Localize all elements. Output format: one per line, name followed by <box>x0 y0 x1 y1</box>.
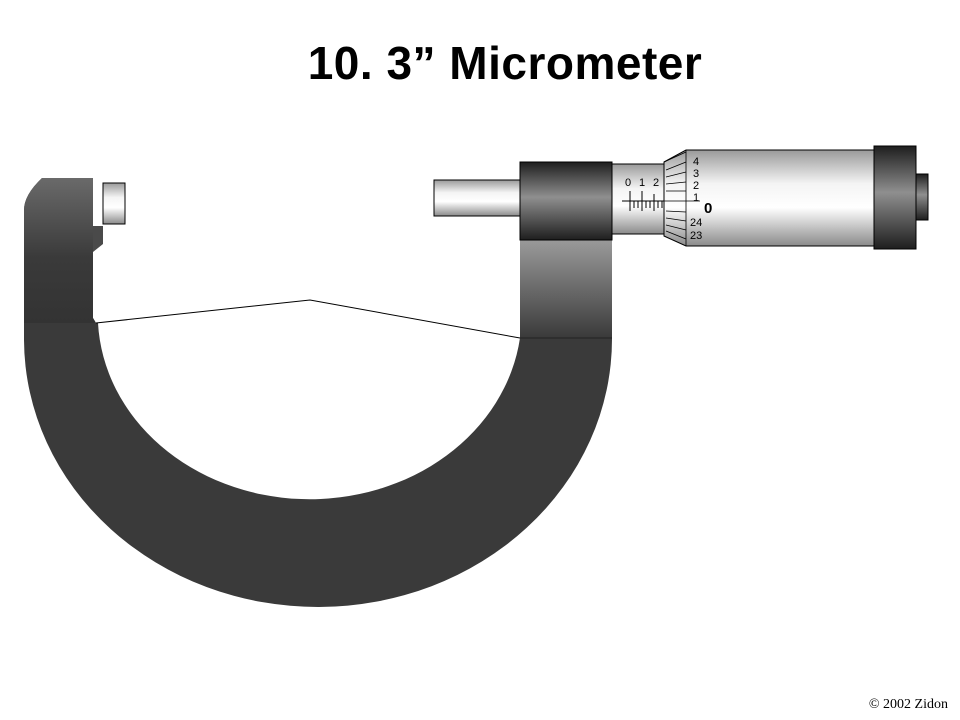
thimble-graduations <box>663 150 700 246</box>
ratchet-cap <box>873 145 917 250</box>
throat-lines <box>95 299 521 339</box>
sleeve-label-1: 1 <box>639 177 645 189</box>
thimble-label-4: 4 <box>693 156 699 168</box>
micrometer-frame <box>24 178 613 608</box>
sleeve-label-0: 0 <box>625 177 631 189</box>
sleeve-housing <box>519 161 613 241</box>
thimble-aligned-value: 0 <box>704 200 712 217</box>
spindle <box>433 179 521 217</box>
anvil <box>102 182 126 225</box>
frame-neck <box>520 240 612 338</box>
thimble-label-1: 1 <box>693 192 699 204</box>
slide-title: 10. 3” Micrometer <box>307 37 703 89</box>
thimble-label-24: 24 <box>690 217 702 229</box>
sleeve-label-2: 2 <box>653 177 659 189</box>
sleeve-ticks <box>629 191 663 211</box>
ratchet-end <box>915 173 929 221</box>
thimble-label-2: 2 <box>693 180 699 192</box>
copyright-notice: © 2002 Zidon <box>868 697 948 712</box>
thimble-label-23: 23 <box>690 230 702 242</box>
thimble-label-3: 3 <box>693 168 699 180</box>
